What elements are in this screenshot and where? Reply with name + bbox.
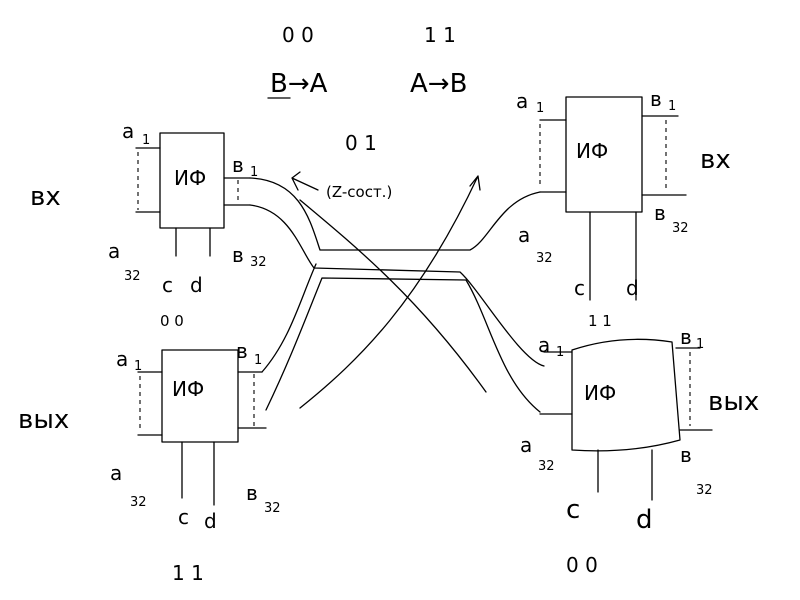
- pin-d-label: d: [636, 505, 653, 535]
- state-cd-label: 1 1: [172, 561, 204, 585]
- block-bottom-right-label: ИФ: [584, 381, 616, 405]
- side-label: вх: [30, 182, 61, 212]
- pin-c-label: c: [566, 495, 580, 525]
- pin-b1-label: в: [650, 87, 662, 111]
- block-top-right: ИФ a 1 a 32 в 1 в 32 c d 1 1 вх: [516, 87, 731, 330]
- block-top-left: ИФ a 1 a 32 в 1 в 32 c d 0 0 вх: [30, 119, 267, 330]
- label-ba: B→A: [270, 69, 328, 99]
- block-top-left-box: [159, 132, 225, 229]
- pin-a1-sub: 1: [556, 345, 564, 360]
- z-state-note: (Z-сост.): [326, 183, 392, 201]
- pin-a32-label: a: [518, 223, 530, 247]
- pin-b1-sub: 1: [254, 353, 262, 368]
- codes-ba: 0 0: [282, 23, 314, 47]
- pin-b1-label: в: [232, 153, 244, 177]
- block-bottom-right: ИФ a 1 a 32 в 1 в 32 c d 0 0 вых: [520, 325, 759, 577]
- pin-b32-label: в: [654, 201, 666, 225]
- pin-d-label: d: [190, 273, 203, 297]
- pin-b32-sub: 32: [250, 255, 267, 270]
- block-top-left-label: ИФ: [174, 166, 206, 190]
- bus-wires: [249, 175, 545, 413]
- block-bottom-left-label: ИФ: [172, 377, 204, 401]
- pin-a1-label: a: [516, 89, 528, 113]
- pin-a32-sub: 32: [536, 251, 553, 266]
- pin-c-label: c: [574, 276, 585, 300]
- pin-a32-sub: 32: [538, 459, 555, 474]
- pin-d-label: d: [204, 509, 217, 533]
- state-cd-label: 0 0: [160, 312, 184, 330]
- pin-b1-label: в: [236, 339, 248, 363]
- side-label: вых: [18, 405, 69, 435]
- state-cd-label: 0 0: [566, 553, 598, 577]
- pin-a1-label: a: [116, 347, 128, 371]
- side-label: вх: [700, 145, 731, 175]
- pin-d-label: d: [626, 276, 639, 300]
- pin-a1-sub: 1: [134, 359, 142, 374]
- pin-b32-sub: 32: [696, 483, 713, 498]
- pin-b1-sub: 1: [668, 99, 676, 114]
- pin-b32-sub: 32: [264, 501, 281, 516]
- pin-a32-label: a: [520, 433, 532, 457]
- state-cd-label: 1 1: [588, 312, 612, 330]
- pin-a1-label: a: [122, 119, 134, 143]
- pin-b1-label: в: [680, 325, 692, 349]
- arrow-a-to-b-icon: [299, 175, 481, 409]
- bus-bl-to-br: [265, 277, 541, 413]
- pin-a32-sub: 32: [130, 495, 147, 510]
- block-bottom-left: ИФ a 1 a 32 в 1 в 32 c d 1 1 вых: [18, 339, 281, 585]
- side-label: вых: [708, 387, 759, 417]
- pin-b1-sub: 1: [696, 337, 704, 352]
- pin-a1-label: a: [538, 333, 550, 357]
- label-ab: A→B: [410, 69, 467, 99]
- codes-mid: 0 1: [345, 131, 377, 155]
- pin-a1-sub: 1: [536, 101, 544, 116]
- bus-upper-left-to-right: [249, 177, 541, 251]
- block-top-right-box: [565, 96, 643, 213]
- block-top-right-label: ИФ: [576, 139, 608, 163]
- block-bottom-left-box: [161, 349, 239, 443]
- pin-b1-sub: 1: [250, 165, 258, 180]
- pin-a1-sub: 1: [142, 133, 150, 148]
- pin-c-label: c: [178, 505, 189, 529]
- pin-b32-label: в: [680, 443, 692, 467]
- cross-wire-b-to-a: [299, 199, 487, 393]
- pin-a32-label: a: [110, 461, 122, 485]
- codes-ab: 1 1: [424, 23, 456, 47]
- pin-a32-label: a: [108, 239, 120, 263]
- pin-b32-label: в: [246, 481, 258, 505]
- block-bottom-right-box: [571, 338, 681, 452]
- pin-a32-sub: 32: [124, 269, 141, 284]
- bus-lower-left-to-right: [249, 204, 545, 367]
- pin-b32-label: в: [232, 243, 244, 267]
- bus-bl-up-a: [261, 263, 317, 373]
- pin-c-label: c: [162, 273, 173, 297]
- pin-b32-sub: 32: [672, 221, 689, 236]
- z-state-pointer-icon: [291, 171, 319, 191]
